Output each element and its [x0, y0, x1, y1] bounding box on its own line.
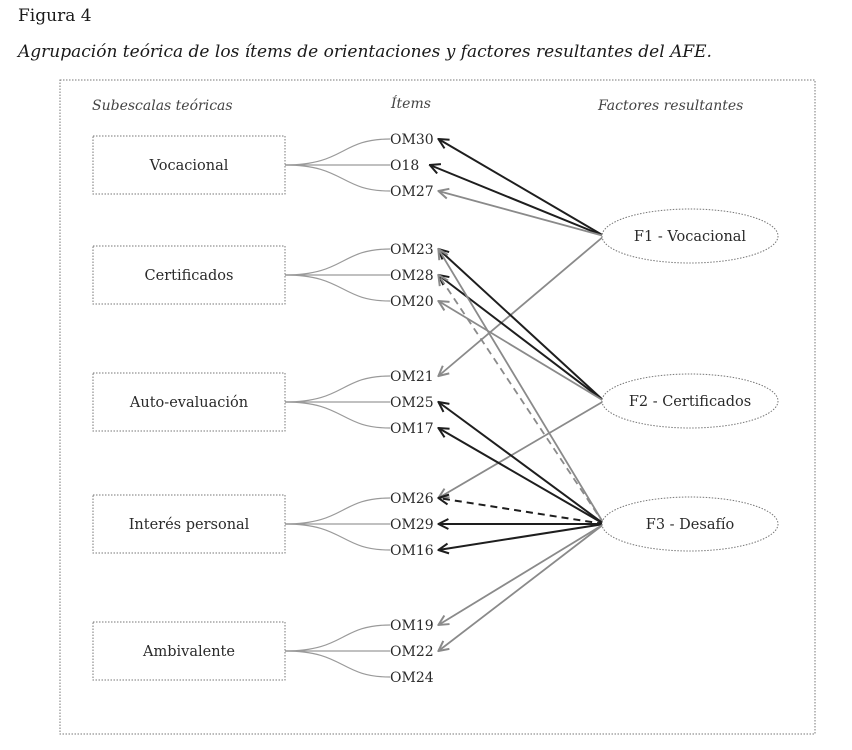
item-label-om21: OM21: [390, 369, 434, 385]
item-label-om22: OM22: [390, 644, 434, 660]
subscale-box-int: [92, 494, 286, 554]
loading-f1-om27: [438, 191, 605, 237]
loading-f3-om25: [438, 402, 605, 525]
subscale-box-auto: [92, 372, 286, 432]
item-label-om19: OM19: [390, 618, 434, 634]
connector-om30: [284, 138, 391, 166]
connector-om27: [284, 164, 391, 192]
connector-om20: [284, 274, 391, 302]
loading-f3-om17: [438, 428, 605, 525]
loading-f3-om23: [438, 249, 605, 525]
diagram-frame: [59, 79, 816, 735]
loading-f1-om21: [438, 235, 605, 376]
connector-om19: [284, 624, 391, 652]
subscale-label-int: Interés personal: [129, 517, 250, 533]
header-items: Ítems: [390, 94, 431, 112]
item-label-o18: O18: [390, 158, 419, 174]
figure-caption: Agrupación teórica de los ítems de orien…: [18, 42, 712, 62]
connector-om21: [284, 375, 391, 403]
item-label-om16: OM16: [390, 543, 434, 559]
loading-f2-om20: [438, 301, 605, 402]
loading-f1-o18: [430, 165, 605, 237]
connector-om26: [284, 497, 391, 525]
item-label-om29: OM29: [390, 517, 434, 533]
header-subscales: Subescalas teóricas: [92, 98, 233, 114]
factor-label-f2: F2 - Certificados: [629, 394, 751, 410]
subscale-label-cert: Certificados: [145, 268, 234, 284]
item-label-om27: OM27: [390, 184, 434, 200]
connector-om23: [284, 248, 391, 276]
subscale-label-amb: Ambivalente: [142, 644, 235, 660]
factor-ellipse-f2: [601, 373, 779, 429]
subscale-boxes: VocacionalCertificadosAuto-evaluaciónInt…: [92, 135, 286, 681]
loading-f3-om19: [438, 523, 605, 625]
subscale-label-voc: Vocacional: [149, 158, 229, 174]
loading-f2-om26: [438, 400, 605, 498]
connector-om16: [284, 523, 391, 551]
factor-ellipses: F1 - Vocacional F2 - Certificados F3 - Des…: [601, 208, 779, 552]
loading-f3-om26: [438, 498, 605, 525]
subscale-label-auto: Auto-evaluación: [129, 395, 248, 411]
loading-f3-om22: [438, 523, 605, 651]
item-labels: OM30O18OM27OM23OM28OM20OM21OM25OM17OM26O…: [390, 132, 434, 686]
header-factors: Factores resultantes: [597, 98, 743, 114]
factor-ellipse-f3: [601, 496, 779, 552]
item-label-om20: OM20: [390, 294, 434, 310]
subscale-box-amb: [92, 621, 286, 681]
subscale-connectors: [284, 138, 391, 678]
subscale-box-cert: [92, 245, 286, 305]
item-label-om28: OM28: [390, 268, 434, 284]
connector-om24: [284, 650, 391, 678]
figure-label: Figura 4: [18, 6, 92, 26]
factor-label-f3: F3 - Desafío: [646, 517, 734, 533]
item-label-om25: OM25: [390, 395, 434, 411]
loading-f3-om16: [438, 523, 605, 550]
factor-label-f1: F1 - Vocacional: [634, 229, 747, 245]
factor-loadings: [430, 139, 605, 651]
connector-om17: [284, 401, 391, 429]
item-label-om24: OM24: [390, 670, 434, 686]
item-label-om30: OM30: [390, 132, 434, 148]
loading-f1-om30: [438, 139, 605, 237]
item-label-om23: OM23: [390, 242, 434, 258]
subscale-box-voc: [92, 135, 286, 195]
loading-f2-om28: [438, 275, 605, 402]
item-label-om26: OM26: [390, 491, 434, 507]
factor-ellipse-f1: [601, 208, 779, 264]
item-label-om17: OM17: [390, 421, 434, 437]
loading-f3-om28: [438, 275, 605, 525]
loading-f2-om23: [438, 249, 605, 402]
